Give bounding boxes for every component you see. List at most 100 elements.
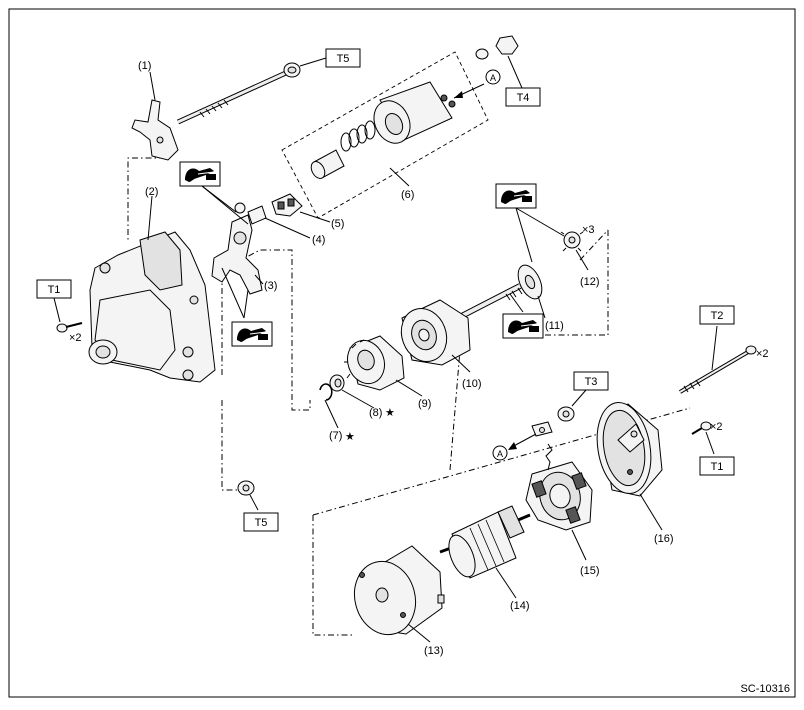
qty-12: ×3 [582, 224, 595, 236]
callout-14: (14) [510, 600, 530, 612]
svg-text:T1: T1 [48, 284, 61, 296]
leader-t5-bottom [249, 494, 259, 511]
marker-a-bottom: A [492, 445, 508, 461]
leader-t3 [571, 389, 587, 407]
long-through-bolt [176, 62, 301, 125]
marker-a-top: A [485, 69, 501, 85]
svg-text:T4: T4 [517, 92, 530, 104]
svg-text:A: A [490, 73, 496, 83]
nut-t3 [557, 406, 575, 422]
grease-arrow-2a [221, 267, 245, 319]
leader-t1-left [53, 297, 61, 323]
leader-t5-top [299, 57, 327, 67]
leader-5 [299, 211, 331, 223]
part-13-yoke [353, 545, 445, 636]
svg-text:T1: T1 [711, 461, 724, 473]
part-16-rear-cover [596, 401, 663, 497]
leader-1 [149, 71, 156, 101]
leader-7 [324, 399, 339, 429]
svg-text:T5: T5 [337, 53, 350, 65]
leader-16 [639, 493, 663, 531]
svg-text:A: A [497, 449, 503, 459]
svg-text:T2: T2 [711, 310, 724, 322]
bolt-t2 [678, 345, 757, 394]
part-7-snap-ring [319, 383, 333, 401]
dash-line-4 [540, 230, 609, 336]
leader-4 [264, 217, 311, 239]
part-6-solenoid [310, 35, 519, 179]
grease-arrow-1b [201, 185, 249, 225]
part-1-lever [131, 99, 179, 161]
callout-1: (1) [138, 60, 151, 72]
leader-6 [389, 167, 410, 187]
dash-line-1 [127, 157, 165, 240]
leader-13 [407, 623, 431, 643]
leader-2 [147, 195, 153, 241]
leader-t2 [711, 325, 718, 371]
star-8: ★ [385, 407, 395, 419]
callout-9: (9) [418, 398, 431, 410]
screw-t1-right [691, 421, 712, 435]
leader-t1-right [705, 431, 715, 455]
torque-box-t4: T4 [505, 87, 541, 107]
grease-arrow-2b [243, 289, 249, 319]
leader-t4 [507, 55, 523, 89]
nut-t5-bottom [237, 480, 255, 496]
callout-5: (5) [331, 218, 344, 230]
part-12-planet-gear [560, 231, 584, 252]
callout-7: (7) [329, 430, 342, 442]
bolt-t1-left [56, 322, 83, 333]
leader-9 [395, 379, 423, 397]
torque-box-t5-top: T5 [325, 48, 361, 68]
part-15-brush-holder [525, 421, 593, 531]
callout-11: (11) [545, 320, 564, 332]
grease-arrow-3a [515, 207, 565, 237]
figure-id: SC-10316 [740, 683, 790, 695]
qty-t2: ×2 [756, 348, 769, 360]
callout-2: (2) [145, 186, 158, 198]
callout-4: (4) [312, 234, 325, 246]
arrow-a-bottom-head [508, 442, 517, 450]
grease-arrow-3b [515, 207, 533, 263]
grease-icon [179, 161, 221, 187]
grease-icon [495, 183, 537, 209]
leader-12 [575, 249, 589, 271]
svg-text:T5: T5 [255, 517, 268, 529]
torque-box-t5-bottom: T5 [243, 512, 279, 532]
leader-15 [571, 529, 587, 561]
torque-box-t3: T3 [573, 371, 609, 391]
grease-icon [231, 321, 273, 347]
callout-15: (15) [580, 565, 600, 577]
grease-arrow-4 [509, 293, 524, 313]
leader-10 [451, 354, 471, 373]
solenoid-kit-box [281, 51, 489, 219]
leader-8 [341, 389, 375, 409]
grease-icon [502, 313, 544, 339]
part-5-holder [271, 193, 303, 217]
leader-3 [254, 274, 264, 285]
leader-14 [495, 567, 517, 599]
torque-box-t1-left: T1 [36, 279, 72, 299]
callout-3: (3) [264, 280, 277, 292]
torque-box-t2: T2 [699, 305, 735, 325]
qty-t1-right: ×2 [710, 421, 723, 433]
torque-box-t1-right: T1 [699, 456, 735, 476]
callout-13: (13) [424, 645, 444, 657]
part-9-pinion-clutch [344, 335, 405, 391]
dash-line-8 [449, 349, 461, 471]
part-14-armature [439, 505, 531, 579]
callout-16: (16) [654, 533, 674, 545]
part-10-gear-housing [400, 299, 471, 366]
leader-11 [537, 295, 546, 319]
star-7: ★ [345, 431, 355, 443]
part-2-front-housing [88, 231, 216, 383]
part-8-stop-collar [329, 374, 345, 392]
callout-8: (8) [369, 407, 382, 419]
callout-12: (12) [580, 276, 600, 288]
svg-text:T3: T3 [585, 376, 598, 388]
qty-t1-left: ×2 [69, 332, 82, 344]
callout-10: (10) [462, 378, 482, 390]
callout-6: (6) [401, 189, 414, 201]
